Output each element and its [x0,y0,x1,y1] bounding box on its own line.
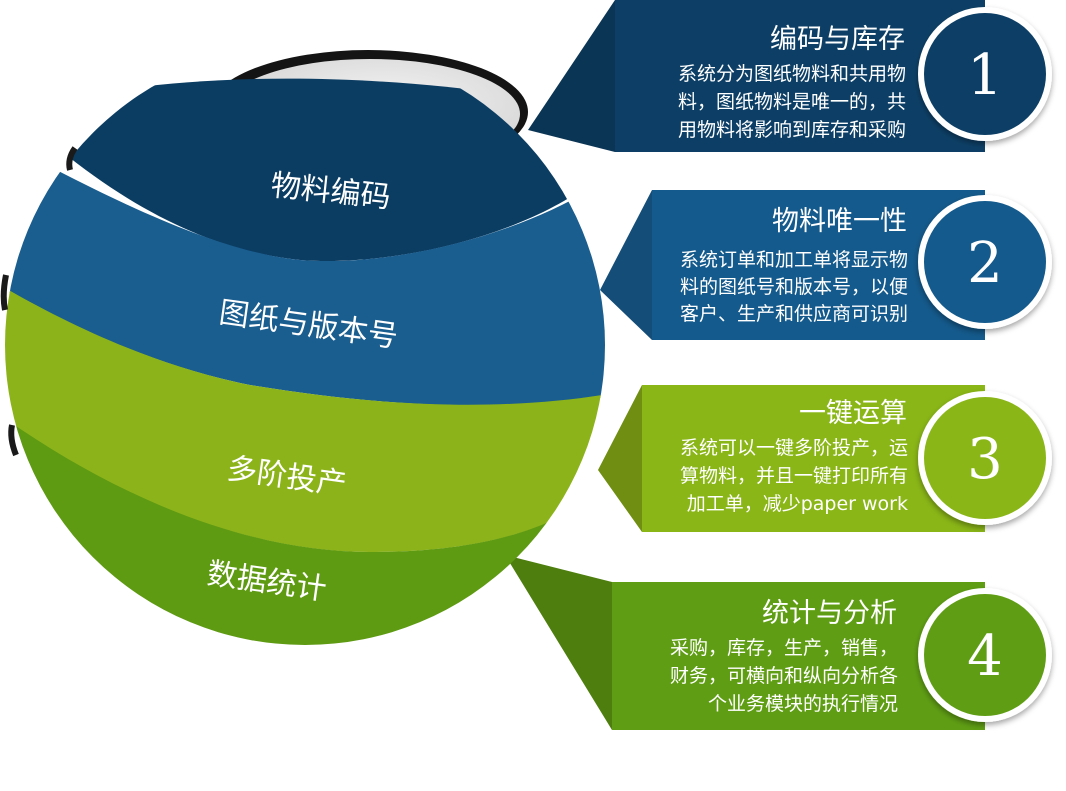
panel-3-line-1: 系统可以一键多阶投产，运 [680,437,908,459]
panel-2: 物料唯一性 系统订单和加工单将显示物 料的图纸号和版本号，以便 客户、生产和供应… [652,190,1052,340]
panel-3-line-2: 算物料，并且一键打印所有 [680,465,908,487]
panel-3-title: 一键运算 [799,398,907,429]
band-2-blue [5,140,605,406]
panel-2-title: 物料唯一性 [772,206,907,237]
panel-2-line-1: 系统订单和加工单将显示物 [680,249,908,271]
panel-1-line-2: 料，图纸物料是唯一的，共 [678,91,906,113]
connector-4 [505,555,612,730]
panel-2-number: 2 [967,231,1003,296]
connector-3 [598,385,642,532]
band-1-navy [60,78,600,262]
panel-1-title: 编码与库存 [770,24,905,55]
panel-3-number: 3 [967,427,1003,492]
panel-1-number: 1 [967,43,1003,108]
panel-2-line-2: 料的图纸号和版本号，以便 [680,276,908,298]
panel-1-line-1: 系统分为图纸物料和共用物 [678,63,906,85]
panel-1: 编码与库存 系统分为图纸物料和共用物 料，图纸物料是唯一的，共 用物料将影响到库… [615,0,1052,152]
panel-3-line-3: 加工单，减少paper work [687,493,908,515]
connector-2 [600,190,652,340]
panel-4-line-3: 个业务模块的执行情况 [708,693,898,715]
panel-4: 统计与分析 采购，库存，生产，销售， 财务，可横向和纵向分析各 个业务模块的执行… [612,582,1052,730]
panel-1-line-3: 用物料将影响到库存和采购 [678,119,906,141]
band-3-lime [5,285,605,552]
sphere: 物料编码 图纸与版本号 多阶投产 数据统计 [0,50,605,645]
panel-4-line-2: 财务，可横向和纵向分析各 [670,665,898,687]
panel-4-line-1: 采购，库存，生产，销售， [670,637,898,659]
panel-4-title: 统计与分析 [762,598,897,629]
panel-4-number: 4 [967,624,1003,689]
panel-3: 一键运算 系统可以一键多阶投产，运 算物料，并且一键打印所有 加工单，减少pap… [642,385,1052,532]
connector-1 [528,0,615,152]
panel-2-line-3: 客户、生产和供应商可识别 [680,303,908,325]
